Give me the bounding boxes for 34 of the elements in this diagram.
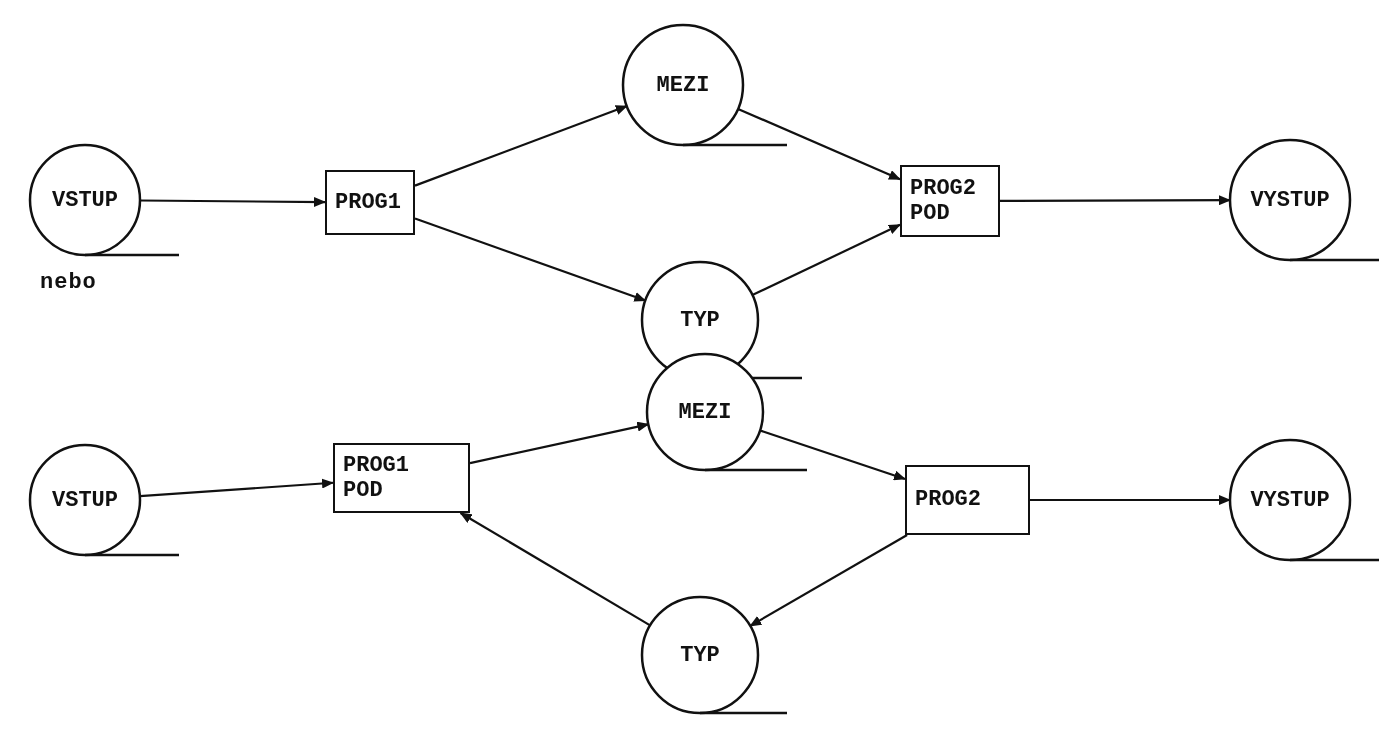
process-box (333, 443, 470, 513)
process-box (905, 465, 1030, 535)
arrow (737, 107, 901, 181)
node-label: MEZI (677, 398, 733, 427)
node-label: TYP (679, 306, 721, 335)
arrow (140, 197, 326, 207)
file-circle (29, 444, 181, 557)
arrow (749, 534, 908, 627)
node-label: PROG1 POD (343, 452, 410, 504)
process-box (325, 170, 415, 235)
node-label: MEZI (655, 71, 711, 100)
process-box (900, 165, 1000, 237)
node-label: VSTUP (51, 486, 119, 515)
file-circle (1229, 439, 1380, 562)
file-circle (622, 24, 789, 147)
node-label: VYSTUP (1249, 186, 1331, 215)
arrow (459, 512, 651, 627)
arrow (759, 429, 906, 481)
arrow (751, 223, 901, 297)
arrow (1000, 195, 1231, 206)
note-text: nebo (40, 270, 97, 295)
node-label: VYSTUP (1249, 486, 1331, 515)
node-label: PROG1 (335, 189, 402, 216)
file-circle (646, 353, 809, 472)
node-label: VSTUP (51, 186, 119, 215)
node-label: PROG2 (915, 487, 982, 513)
arrow (139, 478, 334, 498)
arrow (1030, 495, 1231, 505)
node-label: PROG2 POD (910, 175, 977, 227)
arrow (414, 105, 628, 187)
file-circle (641, 596, 789, 715)
file-circle (1229, 139, 1380, 262)
file-circle (29, 144, 181, 257)
node-label: TYP (679, 641, 721, 670)
